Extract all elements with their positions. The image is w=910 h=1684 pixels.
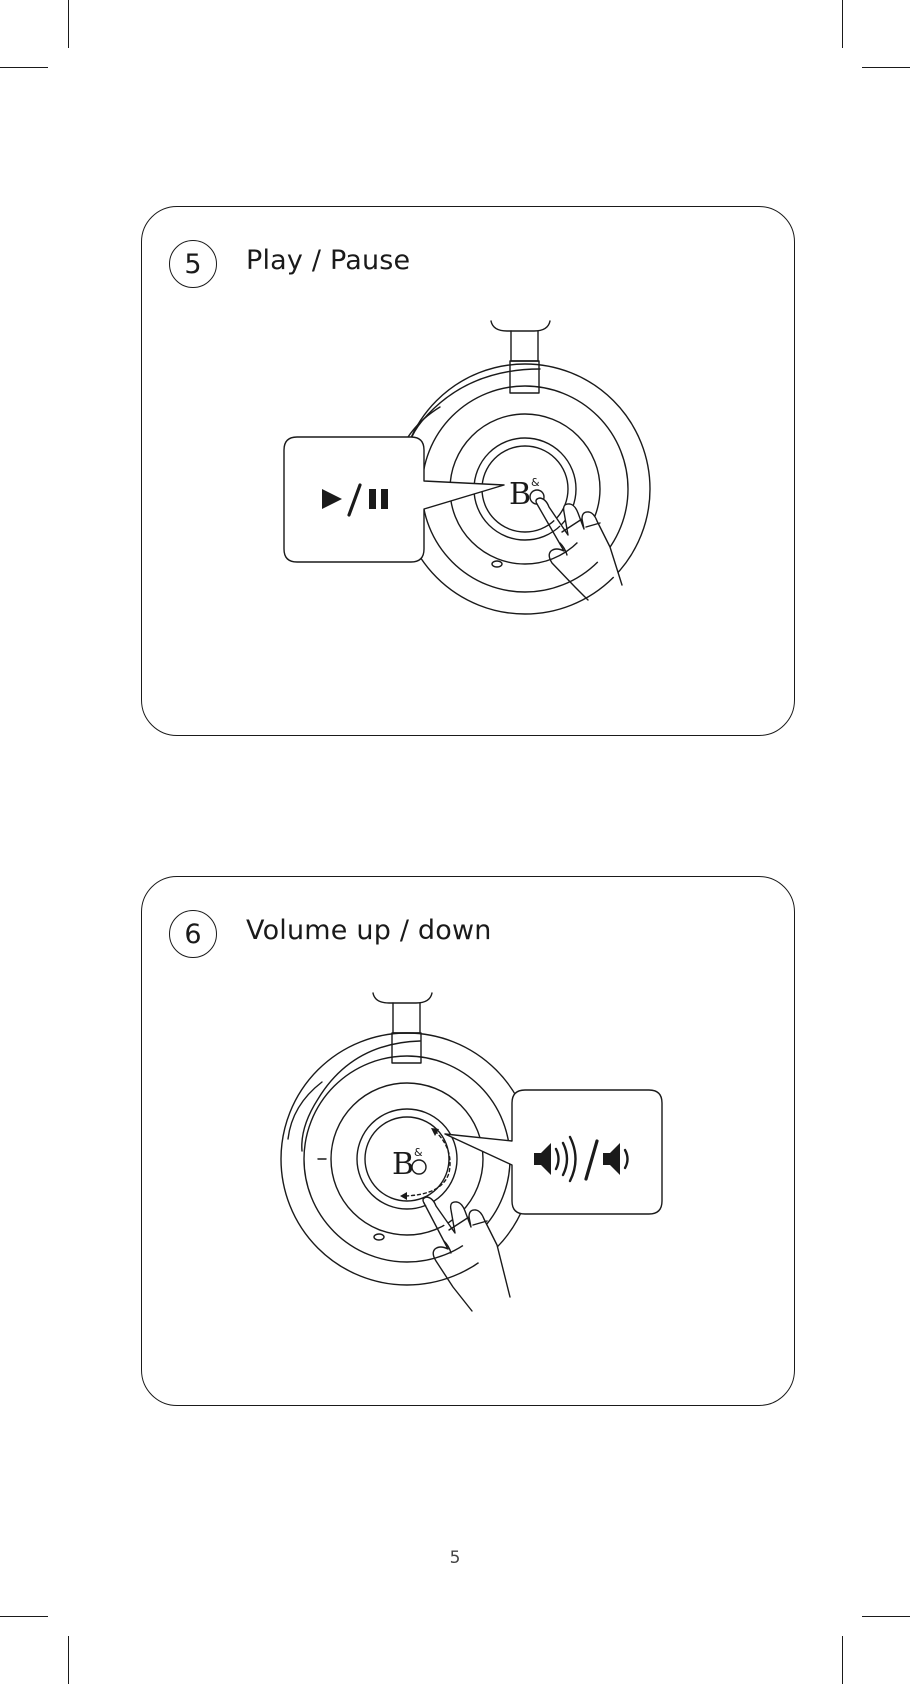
- crop-mark: [862, 67, 910, 68]
- step-panel-volume: 6 Volume up / down B &: [141, 876, 795, 1406]
- svg-text:&: &: [531, 476, 540, 489]
- crop-mark: [68, 0, 69, 48]
- svg-text:B: B: [392, 1147, 414, 1182]
- step-panel-play-pause: 5 Play / Pause B &: [141, 206, 795, 736]
- crop-mark: [862, 1616, 910, 1617]
- svg-text:&: &: [414, 1146, 423, 1159]
- crop-mark: [842, 0, 843, 48]
- svg-text:B: B: [509, 477, 531, 512]
- crop-mark: [68, 1636, 69, 1684]
- crop-mark: [0, 1616, 48, 1617]
- crop-mark: [842, 1636, 843, 1684]
- page-number: 5: [0, 1548, 910, 1568]
- headphone-illustration: B &: [142, 877, 796, 1407]
- crop-mark: [0, 67, 48, 68]
- headphone-illustration: B &: [142, 207, 796, 737]
